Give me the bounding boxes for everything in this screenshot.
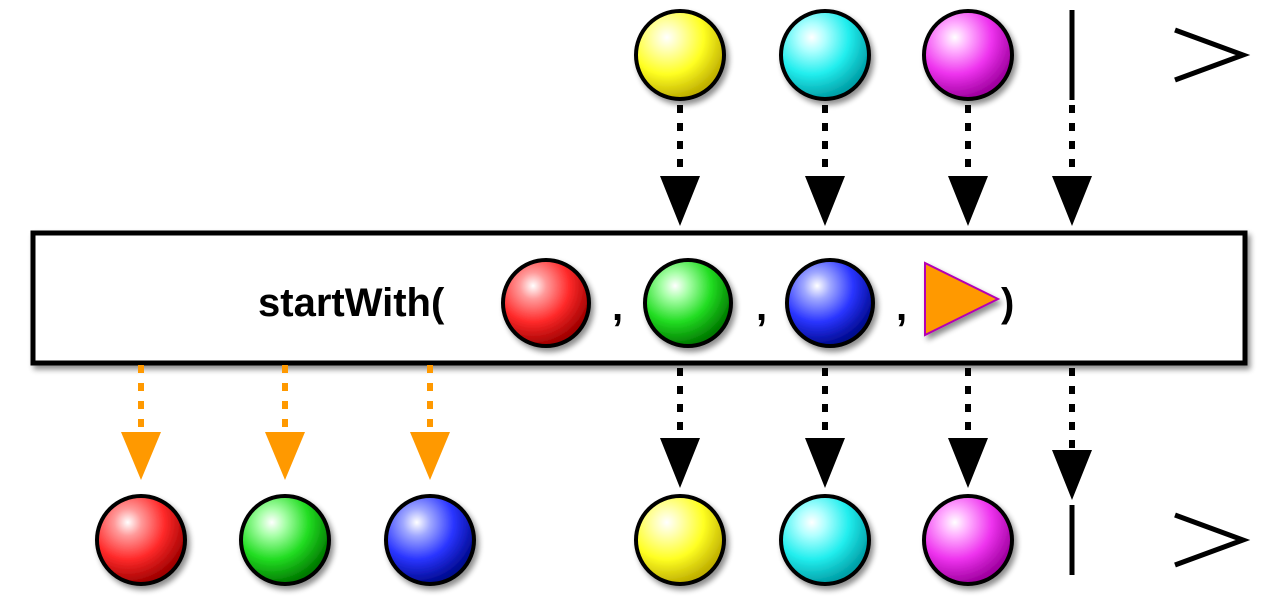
arrow-cyan-out <box>805 368 845 488</box>
arrow-yellow-out <box>660 368 700 488</box>
arrow-magenta-in <box>948 105 988 226</box>
arrow-blue-out <box>410 365 450 480</box>
result-timeline-arrowhead <box>1174 512 1251 568</box>
source-stream <box>45 9 1251 101</box>
operator-name: startWith( <box>258 281 445 325</box>
result-marble-yellow <box>634 494 726 586</box>
arrow-green-out <box>265 365 305 480</box>
source-to-operator-arrows <box>660 105 1092 226</box>
separator-2: , <box>756 285 767 329</box>
start-item-blue <box>785 258 875 348</box>
source-marble-magenta <box>922 9 1014 101</box>
start-item-red <box>501 258 591 348</box>
arrow-complete-in <box>1052 105 1092 226</box>
arrow-magenta-out <box>948 368 988 488</box>
result-marble-green <box>239 494 331 586</box>
operator-to-result-arrows <box>121 365 1092 500</box>
operator-frame <box>30 230 1248 366</box>
separator-1: , <box>612 285 623 329</box>
result-stream <box>38 494 1251 586</box>
result-marble-red <box>95 494 187 586</box>
arrow-cyan-in <box>805 105 845 226</box>
arrow-red-out <box>121 365 161 480</box>
source-timeline-arrowhead <box>1174 27 1251 83</box>
start-item-green <box>643 258 733 348</box>
operator-close-paren: ) <box>1001 281 1014 325</box>
source-marble-cyan <box>779 9 871 101</box>
arrow-complete-out <box>1052 368 1092 500</box>
result-marble-cyan <box>779 494 871 586</box>
result-marble-magenta <box>922 494 1014 586</box>
result-marble-blue <box>384 494 476 586</box>
separator-3: , <box>896 285 907 329</box>
source-marker-triangle <box>924 261 1001 337</box>
arrow-yellow-in <box>660 105 700 226</box>
source-marble-yellow <box>634 9 726 101</box>
operator-box: startWith( , , , ) <box>30 230 1248 366</box>
